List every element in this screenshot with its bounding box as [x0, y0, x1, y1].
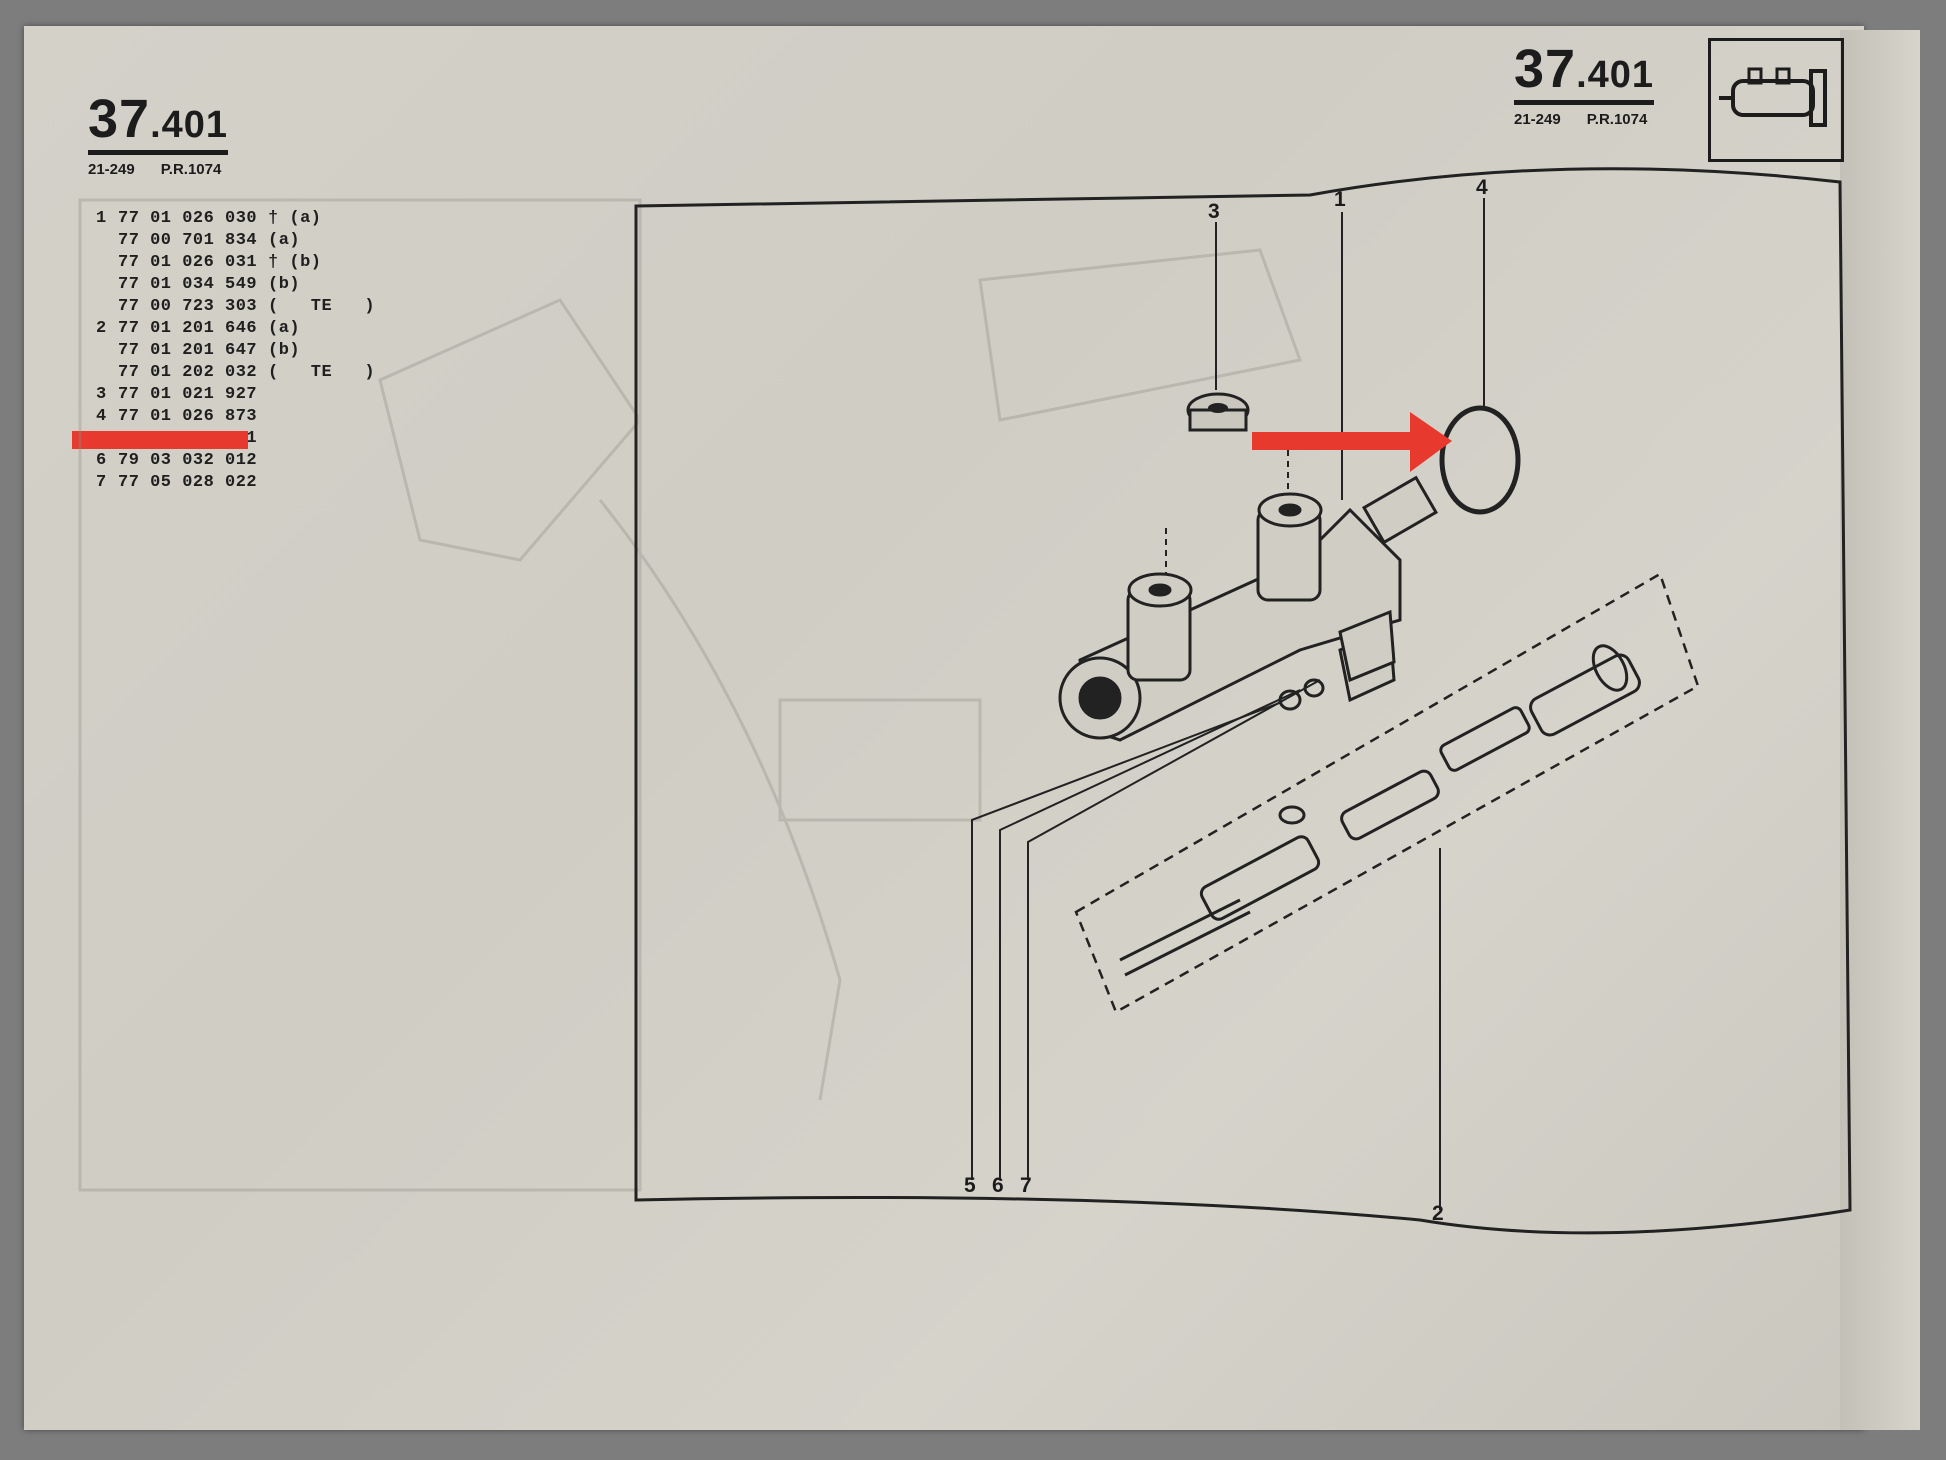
part-index: 6	[96, 451, 107, 470]
page-header-right: 37.401 21-249 P.R.1074	[1514, 39, 1655, 128]
part-reference: 77 01 026 031	[118, 253, 258, 272]
parts-list-row: 4 77 01 026 873	[96, 406, 375, 428]
parts-list-row: 77 01 026 031 † (b)	[96, 252, 375, 274]
mounting-clip-part	[1338, 609, 1396, 683]
reservoir-cap-part	[1186, 392, 1250, 432]
header-pr: P.R.1074	[160, 161, 222, 178]
part-index: 7	[96, 473, 107, 492]
red-marker-highlight	[72, 431, 248, 449]
parts-list-row: 77 00 723 303 ( TE )	[96, 296, 375, 318]
o-ring-seal-part	[1439, 405, 1521, 515]
part-index: 4	[96, 407, 107, 426]
ghost-background-drawing	[78, 198, 1303, 1192]
callout-5: 5	[964, 1174, 976, 1197]
master-cylinder-body	[1058, 475, 1439, 742]
parts-list-row: 77 00 701 834 (a)	[96, 230, 375, 252]
page-header-left: 37.401 21-249 P.R.1074	[88, 89, 229, 178]
part-reference: 77 01 026 030	[118, 209, 258, 228]
part-reference: 77 00 723 303	[118, 297, 258, 316]
part-reference: 77 00 701 834	[118, 231, 258, 250]
parts-list-row: 77 01 202 032 ( TE )	[96, 362, 375, 384]
callout-7: 7	[1020, 1174, 1032, 1197]
part-index: 2	[96, 319, 107, 338]
parts-list-row: 77 01 201 647 (b)	[96, 340, 375, 362]
leader-lines	[971, 198, 1485, 1210]
callout-4: 4	[1476, 176, 1488, 199]
header-rule	[88, 150, 229, 155]
red-pointer-arrow	[1252, 412, 1452, 472]
parts-list-row: 3 77 01 021 927	[96, 384, 375, 406]
part-note: ( TE )	[268, 363, 376, 382]
small-seal-parts	[1278, 678, 1325, 825]
parts-list-row: 1 77 01 026 030 † (a)	[96, 208, 375, 230]
part-note: (a)	[268, 231, 301, 250]
part-note: † (b)	[268, 253, 322, 272]
illustration-frame	[634, 167, 1852, 1235]
section-number: 37.401	[1514, 39, 1655, 99]
parts-list: 1 77 01 026 030 † (a) 77 00 701 834 (a) 77 01…	[96, 208, 375, 494]
part-note: (b)	[268, 341, 301, 360]
part-index: 3	[96, 385, 107, 404]
part-reference: 77 01 202 032	[118, 363, 258, 382]
header-rule	[1514, 100, 1655, 105]
part-note: (b)	[268, 275, 301, 294]
part-reference: 77 01 034 549	[118, 275, 258, 294]
header-code: 21-249	[1514, 111, 1561, 128]
repair-kit-outline	[1074, 572, 1700, 1014]
part-reference: 77 01 201 647	[118, 341, 258, 360]
part-note: † (a)	[268, 209, 322, 228]
part-reference: 77 05 028 022	[118, 473, 258, 492]
catalog-page	[24, 26, 1864, 1430]
part-reference: 77 01 026 873	[118, 407, 258, 426]
header-pr: P.R.1074	[1586, 111, 1648, 128]
master-cylinder-icon	[1719, 67, 1827, 127]
section-icon-box	[1708, 38, 1844, 162]
parts-list-row: 6 79 03 032 012	[96, 450, 375, 472]
part-reference: 77 01 021 927	[118, 385, 258, 404]
piston-assembly-parts	[1119, 644, 1641, 977]
parts-list-row: 77 01 034 549 (b)	[96, 274, 375, 296]
callout-6: 6	[992, 1174, 1004, 1197]
section-number: 37.401	[88, 89, 229, 149]
callout-3: 3	[1208, 200, 1220, 223]
part-index: 1	[96, 209, 107, 228]
part-reference: 79 03 032 012	[118, 451, 258, 470]
parts-list-row: 7 77 05 028 022	[96, 472, 375, 494]
callout-1: 1	[1334, 188, 1346, 211]
adjacent-page-edge	[1840, 30, 1920, 1430]
callout-2: 2	[1432, 1202, 1444, 1225]
part-reference: 77 01 201 646	[118, 319, 258, 338]
part-note: (a)	[268, 319, 301, 338]
header-code: 21-249	[88, 161, 135, 178]
parts-list-row: 2 77 01 201 646 (a)	[96, 318, 375, 340]
part-note: ( TE )	[268, 297, 376, 316]
